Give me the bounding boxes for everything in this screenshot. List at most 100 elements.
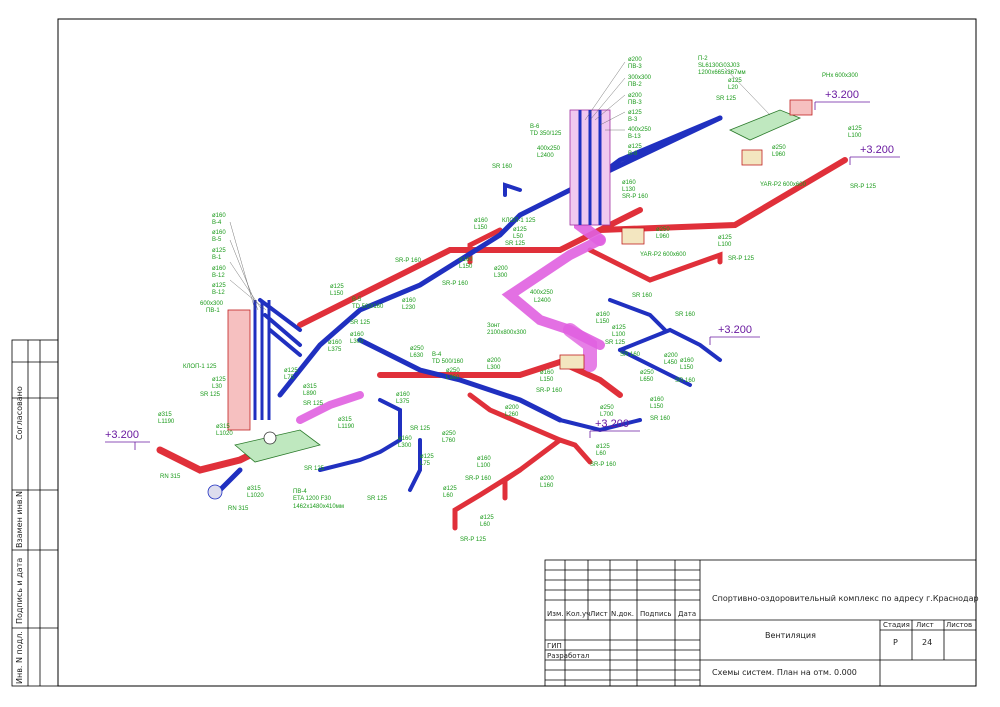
label: L100 [612, 332, 626, 338]
label: B-12 [212, 290, 225, 296]
label: SR 125 [716, 96, 737, 102]
elevation-3: +3.200 [718, 324, 752, 336]
label: ø160 [474, 218, 488, 224]
label: ø160 [622, 180, 636, 186]
tb-stage-label: Стадия [883, 621, 910, 629]
label: 400x250 [530, 290, 554, 296]
label: L150 [330, 291, 344, 297]
label: ø315 [338, 417, 352, 423]
supply-duct-branch-1 [503, 182, 522, 197]
supply-duct-left-bundle [258, 298, 302, 357]
label: L1020 [216, 431, 233, 437]
label: L960 [446, 375, 460, 381]
label: L150 [680, 365, 694, 371]
label: YAR-P2 600x600 [640, 252, 687, 258]
label: L760 [442, 438, 456, 444]
tb-sheet-name: Вентиляция [765, 631, 816, 640]
unit-p2 [729, 109, 802, 141]
label: ø315 [216, 424, 230, 430]
label: SR 125 [410, 426, 431, 432]
label: PHx 600x300 [822, 73, 859, 79]
label: ø125 [480, 515, 494, 521]
label: SR 125 [505, 241, 526, 247]
riser-bundle-top [569, 109, 611, 226]
label: ø315 [158, 412, 172, 418]
label: L630 [410, 353, 424, 359]
label: SL6130G03J03 [698, 63, 740, 69]
label: L230 [402, 305, 416, 311]
label: ПВ-1 [206, 308, 220, 314]
label: TD 500/160 [352, 304, 384, 310]
label: L450 [664, 360, 678, 366]
label: SR 125 [367, 496, 388, 502]
tb-h-kol: Кол.уч [566, 610, 590, 618]
label: B-8 [628, 151, 638, 157]
label: L75 [420, 461, 431, 467]
label: ø250 [410, 346, 424, 352]
label: TD 350/125 [530, 131, 562, 137]
label: L150 [540, 377, 554, 383]
elevation-1: +3.200 [825, 89, 859, 101]
label: L150 [650, 404, 664, 410]
tb-role-dev: Разработал [547, 652, 589, 660]
label: L1190 [158, 419, 175, 425]
tb-sheet-label: Лист [916, 621, 934, 629]
label: ø125 [728, 78, 742, 84]
label: ø315 [247, 486, 261, 492]
label: L150 [596, 319, 610, 325]
elevation-4: +3.200 [595, 418, 629, 430]
label: ø160 [212, 230, 226, 236]
tb-project: Спортивно-оздоровительный комплекс по ад… [712, 594, 979, 603]
label: L2400 [534, 298, 551, 304]
label: L300 [398, 443, 412, 449]
label: ø125 [420, 454, 434, 460]
label: ø160 [402, 298, 416, 304]
supply-duct-branch-7 [608, 298, 667, 332]
label: L150 [459, 264, 473, 270]
tb-sheets-label: Листов [946, 621, 972, 629]
label: B-4 [432, 352, 442, 358]
unit-yar-2 [621, 227, 645, 245]
tb-role-gip: ГИП [547, 642, 562, 650]
label: B-5 [212, 237, 222, 243]
tb-sheet: 24 [922, 638, 932, 647]
label: SR 160 [675, 378, 696, 384]
side-stamp [11, 339, 59, 687]
label: 600x300 [200, 301, 224, 307]
label: ø125 [330, 284, 344, 290]
label: 1462x1480x410мм [293, 504, 344, 510]
label: L30 [212, 384, 223, 390]
label: ø125 [718, 235, 732, 241]
unit-hood [559, 354, 585, 370]
label: ø250 [446, 368, 460, 374]
label: ø200 [487, 358, 501, 364]
label: ø125 [212, 377, 226, 383]
tb-h-izm: Изм. [547, 610, 563, 618]
label: L1190 [338, 424, 355, 430]
supply-duct-branch-2 [357, 337, 563, 423]
pink-duct-hood [563, 323, 597, 372]
label: Зонт [487, 323, 500, 329]
exhaust-duct-g [452, 467, 523, 531]
label: SR 160 [492, 164, 513, 170]
leader-lines [229, 61, 771, 311]
label: B-12 [212, 273, 225, 279]
label: L60 [480, 522, 491, 528]
label: L375 [328, 347, 342, 353]
label: SR 160 [675, 312, 696, 318]
label: L100 [848, 133, 862, 139]
label: ø125 [612, 325, 626, 331]
label: SR-P 160 [590, 462, 617, 468]
label: L300 [494, 273, 508, 279]
label: ø160 [680, 358, 694, 364]
unit-rnx [789, 99, 813, 116]
label: 400x250 [628, 127, 652, 133]
label: L150 [474, 225, 488, 231]
label: ø160 [350, 332, 364, 338]
unit-pv4 [234, 429, 321, 463]
label: B-3 [628, 117, 638, 123]
label: ПВ-2 [628, 82, 642, 88]
label: SR 160 [632, 293, 653, 299]
tb-stage: Р [893, 638, 898, 647]
